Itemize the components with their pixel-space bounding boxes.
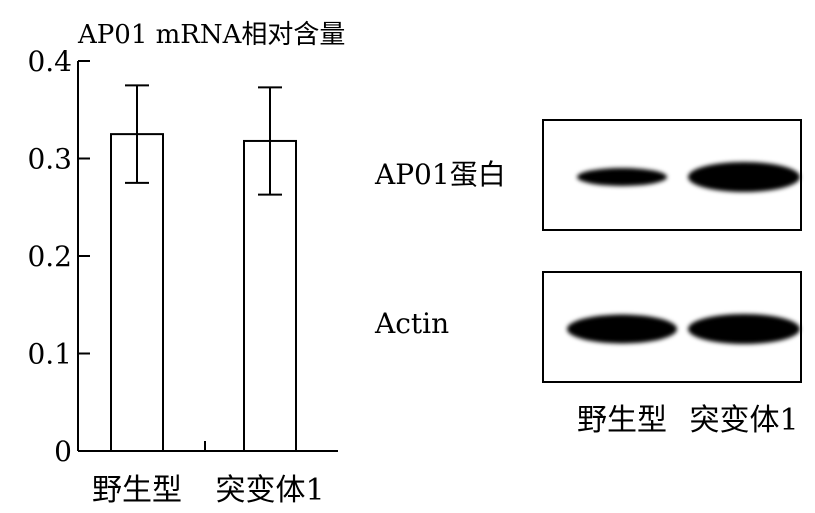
x-tick-label: 突变体1 [215,473,324,508]
blot-row-label: AP01蛋白 [374,158,506,191]
blot-lane-label: 野生型 [577,403,667,438]
blot-band [577,168,667,186]
blot-row: AP01蛋白 [374,119,802,231]
blot-band [567,314,677,344]
y-tick-label: 0.3 [27,143,72,176]
blot-band [688,314,800,344]
blot-lane-label: 突变体1 [689,403,798,438]
x-tick-label: 野生型 [92,473,182,508]
blot-row-label: Actin [374,307,449,340]
bar-chart: AP01 mRNA相对含量 0 0.1 0.2 0.3 0.4 野生型突变体1 [27,20,345,508]
blot-lane-labels: 野生型突变体1 [577,403,799,438]
y-axis-title: AP01 mRNA相对含量 [77,20,345,50]
y-tick-label: 0 [54,435,72,468]
blot-rows: AP01蛋白 Actin [374,119,802,383]
x-tick-labels: 野生型突变体1 [92,473,325,508]
y-tick-label: 0.1 [27,338,72,371]
bars [110,84,297,452]
y-tick-label: 0.2 [27,240,72,273]
y-ticks: 0 0.1 0.2 0.3 0.4 [27,45,206,468]
bar [110,133,164,452]
blot-row: Actin [374,271,802,383]
y-tick-label: 0.4 [27,45,72,78]
western-blot: AP01蛋白 Actin 野生型突变体1 [374,119,802,438]
blot-band [688,162,800,192]
